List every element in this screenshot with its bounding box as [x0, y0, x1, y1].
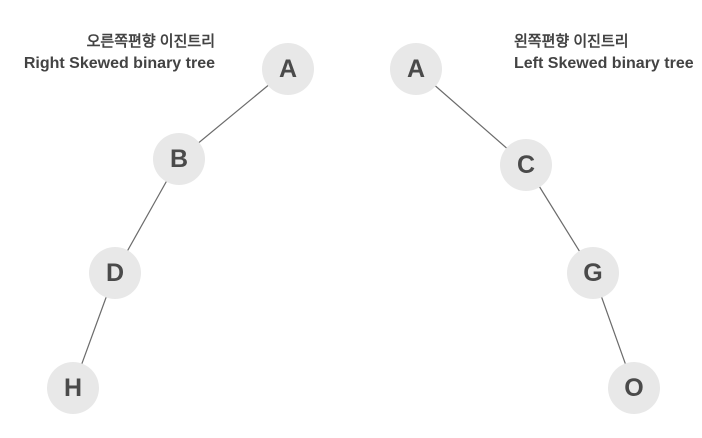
left-skewed-node-a: A — [390, 43, 442, 95]
right-skewed-node-h: H — [47, 362, 99, 414]
left-skewed-node-o: O — [608, 362, 660, 414]
right-skewed-node-b: B — [153, 133, 205, 185]
right-skewed-node-a: A — [262, 43, 314, 95]
left-skewed-tree-title: 왼쪽편향 이진트리 Left Skewed binary tree — [514, 31, 694, 75]
left-skewed-title-english: Left Skewed binary tree — [514, 55, 694, 72]
right-skewed-title-korean: 오른쪽편향 이진트리 — [86, 33, 215, 50]
right-skewed-tree-title: 오른쪽편향 이진트리 Right Skewed binary tree — [24, 31, 215, 75]
right-skewed-title-english: Right Skewed binary tree — [23, 55, 215, 72]
left-skewed-title-korean: 왼쪽편향 이진트리 — [514, 33, 629, 50]
left-skewed-node-g: G — [567, 247, 619, 299]
right-skewed-node-d: D — [89, 247, 141, 299]
left-skewed-node-c: C — [500, 139, 552, 191]
